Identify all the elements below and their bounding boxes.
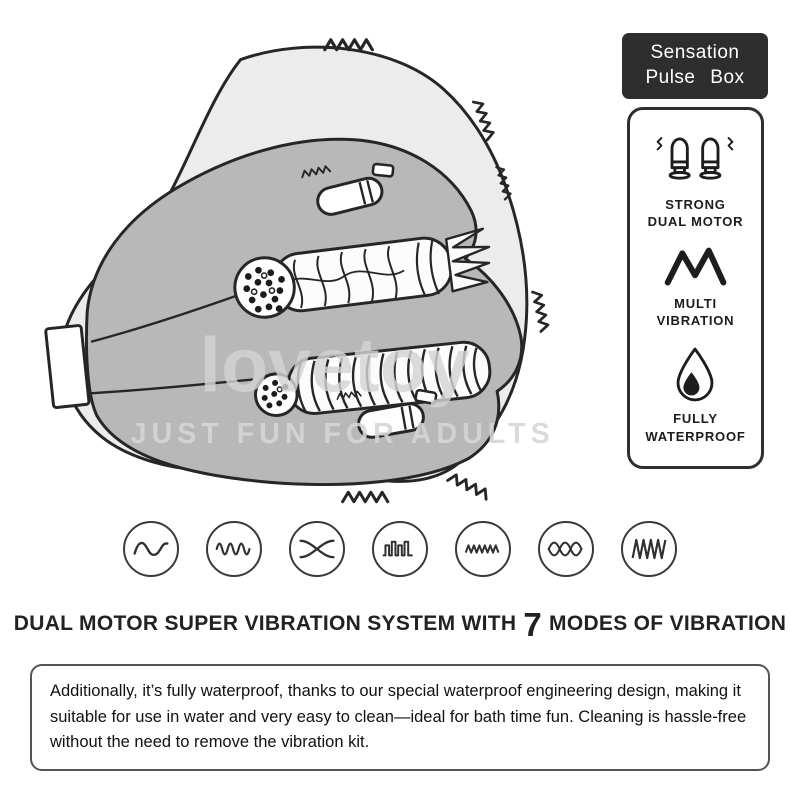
feature-strong-dual-motor: STRONG DUAL MOTOR: [648, 131, 744, 231]
feature-label: STRONG DUAL MOTOR: [647, 196, 744, 230]
contour-line: [91, 378, 254, 395]
bullet-vibrator-top: [316, 162, 395, 216]
panel-title-line2: Pulse Box: [645, 67, 745, 88]
panel-title-line1: Sensation: [650, 42, 740, 64]
dotted-texture: [261, 379, 289, 409]
vibration-modes-row: [0, 521, 800, 577]
rib-texture: [296, 345, 483, 414]
crossing-waves-icon: [299, 539, 335, 559]
watermark-brand: lovetoy: [200, 322, 470, 408]
headline-suffix: MODES OF VIBRATION: [549, 612, 787, 635]
watermark-tagline: JUST FUN FOR ADULTS: [131, 418, 555, 450]
bullet-vibrator-bottom: [357, 388, 438, 439]
dotted-texture: [243, 266, 285, 313]
mode-6: [538, 521, 594, 577]
mode-5: [455, 521, 511, 577]
headline-prefix: DUAL MOTOR SUPER VIBRATION SYSTEM WITH: [13, 612, 517, 635]
sine-wave-icon: [133, 541, 169, 557]
mode-2: [206, 521, 262, 577]
overlapping-waves-icon: [547, 541, 583, 557]
feature-fully-waterproof: FULLY WATERPROOF: [645, 345, 745, 445]
feature-multi-vibration: MULTI VIBRATION: [657, 246, 735, 330]
feature-label: FULLY WATERPROOF: [645, 410, 746, 444]
contour-line: [90, 293, 242, 343]
sleeve-fringe: [445, 227, 491, 293]
mode-4: [372, 521, 428, 577]
feature-panel: STRONG DUAL MOTOR MULTI VIBRATION FULLY …: [627, 107, 764, 469]
end-cap: [44, 324, 91, 409]
feature-label: MULTI VIBRATION: [656, 295, 735, 329]
dual-motor-icon: [657, 136, 734, 180]
description-box: Additionally, it’s fully waterproof, tha…: [30, 664, 770, 771]
peak-zigzag-icon: [631, 538, 667, 560]
mode-3: [289, 521, 345, 577]
description-text: Additionally, it’s fully waterproof, tha…: [50, 682, 747, 752]
panel-title: Sensation Pulse Box: [622, 33, 768, 99]
headline: DUAL MOTOR SUPER VIBRATION SYSTEM WITH 7…: [0, 601, 800, 647]
headline-number: 7: [523, 605, 543, 643]
mode-1: [123, 521, 179, 577]
waterproof-icon: [677, 347, 714, 402]
dense-zigzag-icon: [464, 544, 500, 554]
double-sine-wave-icon: [215, 542, 251, 556]
product-cross-section-illustration: lovetoy JUST FUN FOR ADULTS: [44, 38, 555, 504]
pulse-step-icon: [382, 540, 413, 557]
upper-sleeve-channel: [233, 227, 491, 319]
multi-vibration-icon: [664, 247, 726, 286]
mode-7: [621, 521, 677, 577]
